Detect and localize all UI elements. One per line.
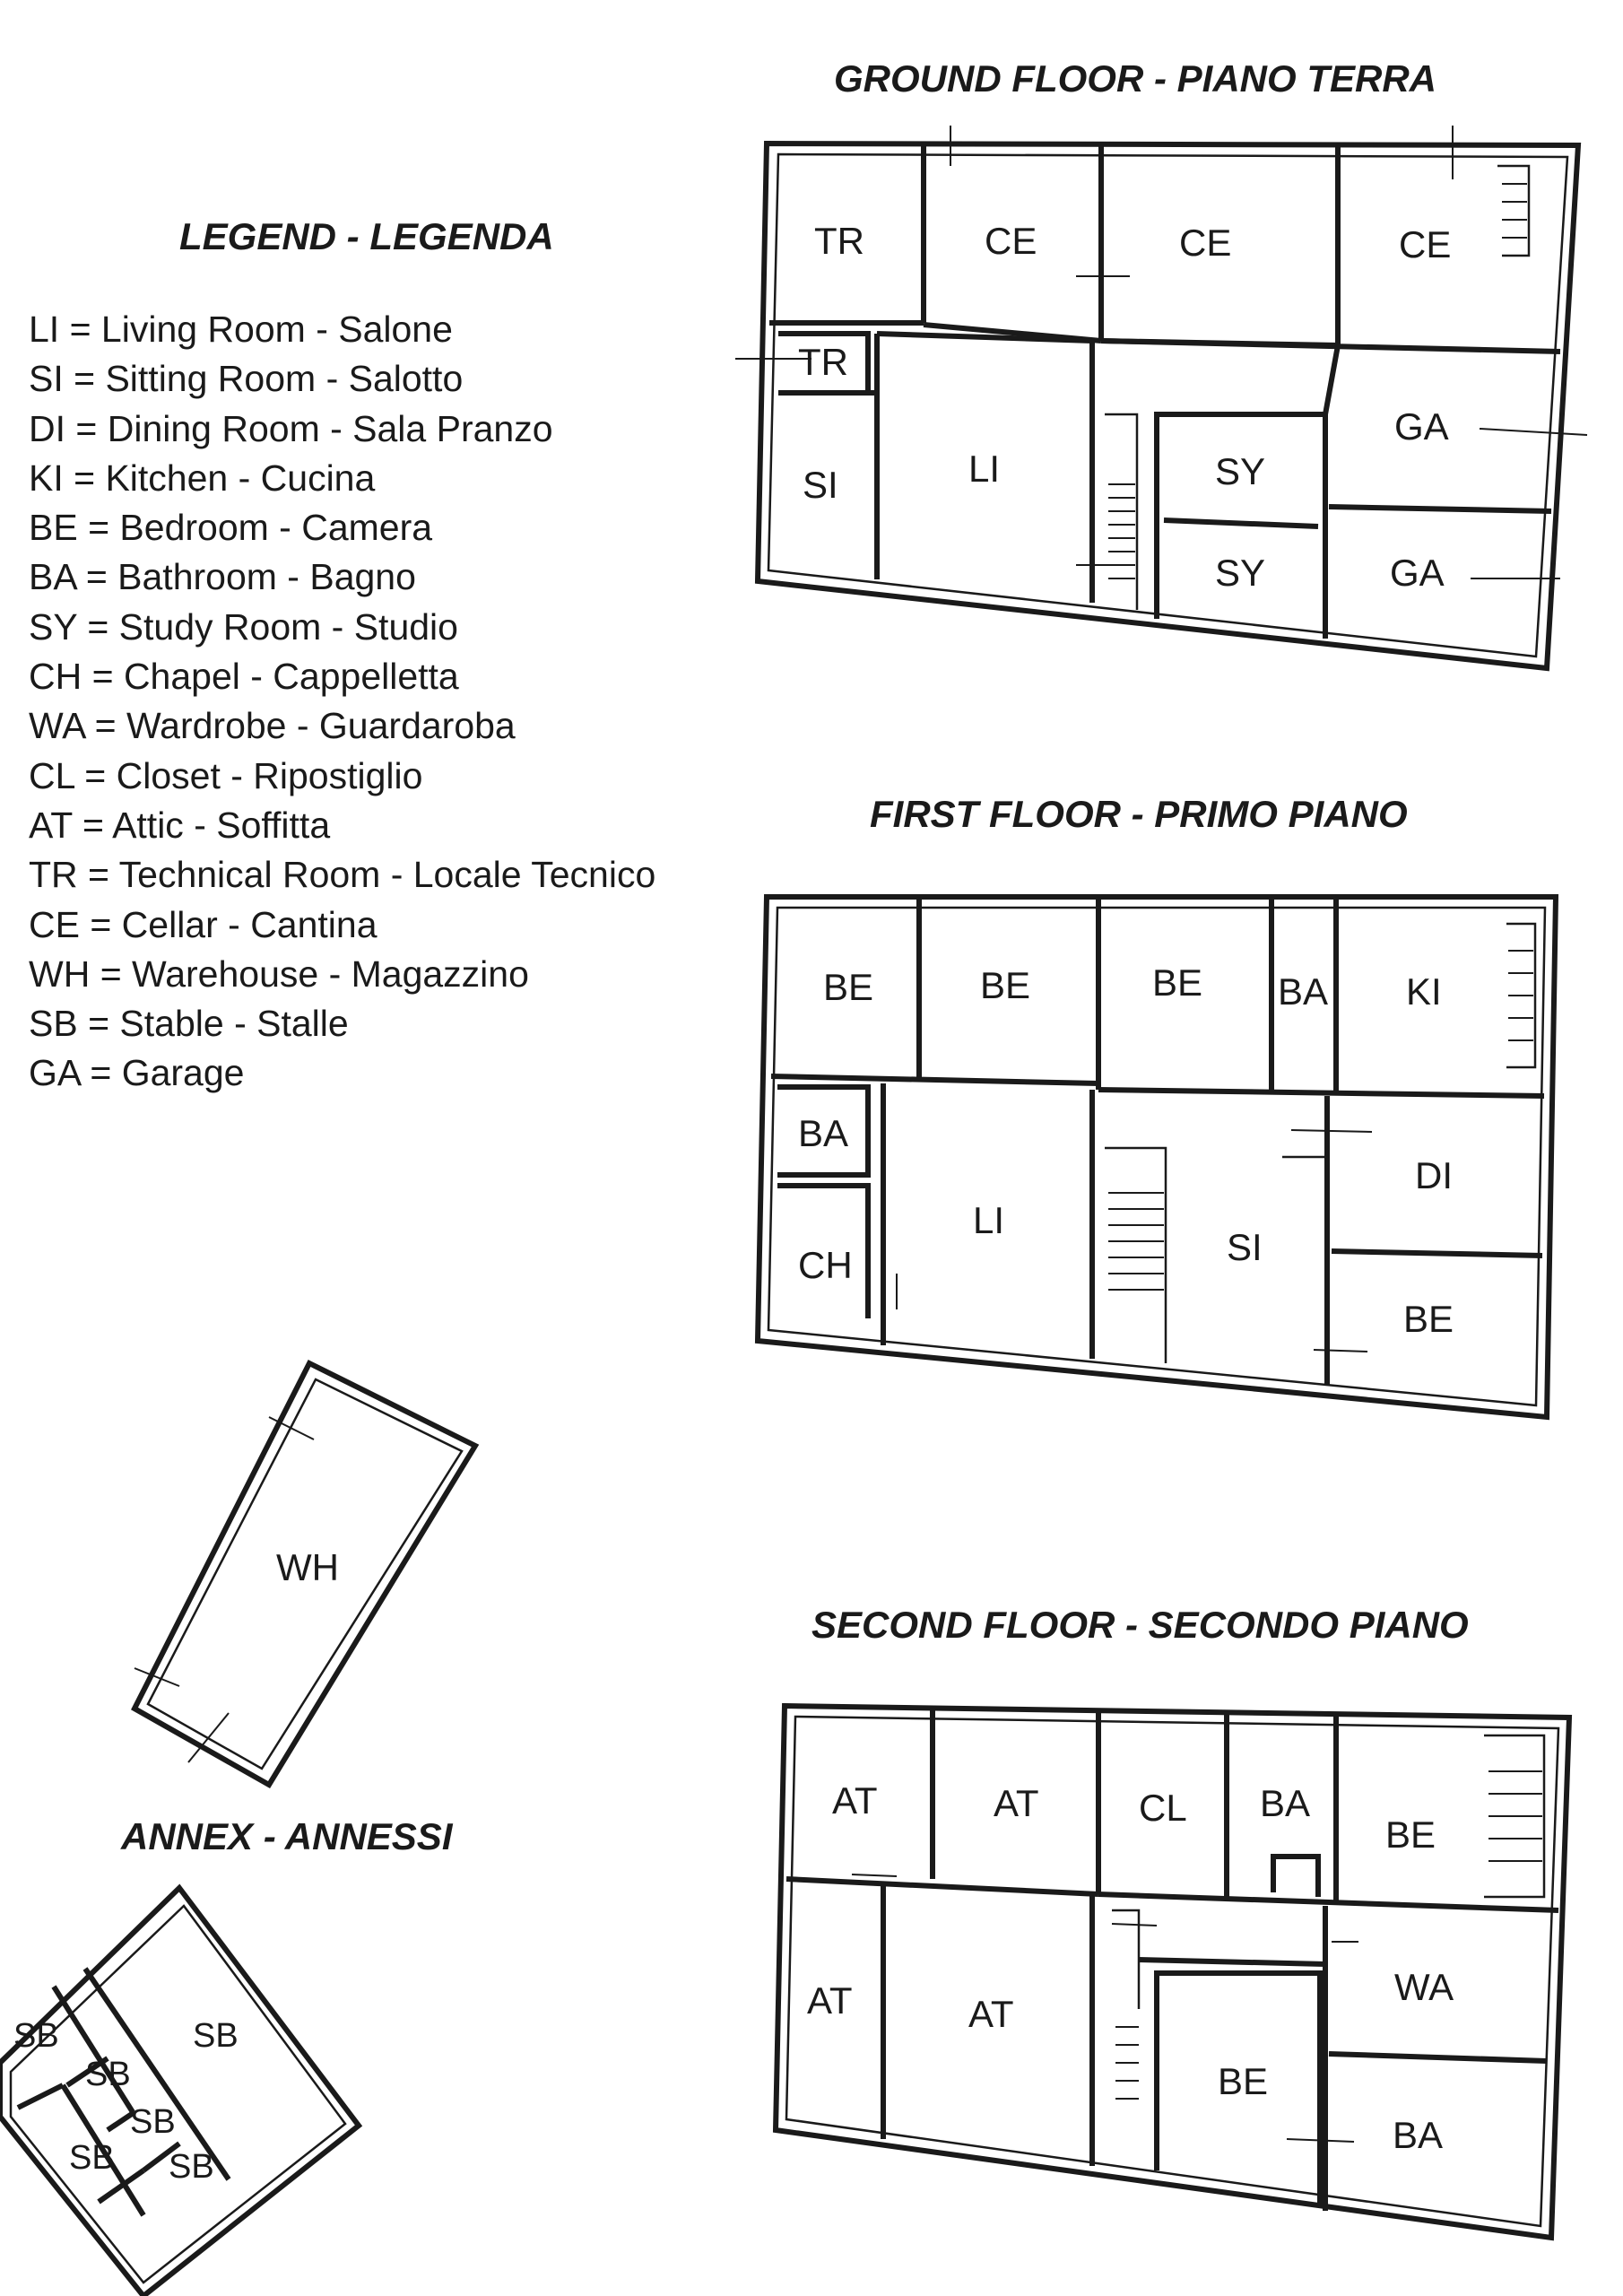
first-si-label: SI xyxy=(1227,1226,1263,1268)
annex-sb2-label: SB xyxy=(13,2017,59,2055)
first-li-label: LI xyxy=(973,1199,1004,1241)
second-be1-label: BE xyxy=(1385,1813,1436,1856)
legend-title: LEGEND - LEGENDA xyxy=(179,215,554,257)
first-di-label: DI xyxy=(1415,1154,1453,1196)
first-be2-label: BE xyxy=(980,964,1030,1006)
annex-sb3-label: SB xyxy=(85,2056,131,2093)
ground-floor-plan: TR CE CE CE TR SI LI SY SY GA GA xyxy=(735,126,1588,672)
legend-list: LI = Living Room - Salone SI = Sitting R… xyxy=(29,305,655,1099)
legend-item: WA = Wardrobe - Guardaroba xyxy=(29,705,516,747)
annex-warehouse-plan: WH xyxy=(131,1359,480,1789)
annex-sb1-label: SB xyxy=(193,2017,239,2055)
ground-sy2-label: SY xyxy=(1215,552,1265,594)
first-ki-label: KI xyxy=(1406,970,1442,1013)
annex-sb5-label: SB xyxy=(69,2139,115,2177)
ground-ce1-label: CE xyxy=(985,220,1037,262)
annex-stables-plan: SB SB SB SB SB SB xyxy=(0,1883,363,2296)
second-ba2-label: BA xyxy=(1393,2114,1443,2156)
second-at2-label: AT xyxy=(994,1782,1039,1824)
legend-item: DI = Dining Room - Sala Pranzo xyxy=(29,407,553,449)
annex-title: ANNEX - ANNESSI xyxy=(121,1815,453,1857)
legend-item: SY = Study Room - Studio xyxy=(29,605,458,648)
ground-si-label: SI xyxy=(803,464,838,506)
ground-floor-title: GROUND FLOOR - PIANO TERRA xyxy=(834,57,1436,100)
legend-item: LI = Living Room - Salone xyxy=(29,309,453,350)
second-floor-plan: AT AT CL BA BE AT AT WA BE BA xyxy=(772,1702,1573,2241)
first-be4-label: BE xyxy=(1403,1298,1454,1340)
second-wa-label: WA xyxy=(1394,1966,1454,2008)
annex-sb4-label: SB xyxy=(130,2103,176,2141)
second-at3-label: AT xyxy=(807,1979,853,2022)
legend-item: AT = Attic - Soffitta xyxy=(29,804,331,846)
ground-li-label: LI xyxy=(968,448,1000,490)
legend-item: BA = Bathroom - Bagno xyxy=(29,556,416,598)
ground-tr1-label: TR xyxy=(814,220,864,262)
legend-item: CH = Chapel - Cappelletta xyxy=(29,656,459,698)
legend-item: BE = Bedroom - Camera xyxy=(29,507,433,549)
first-floor-title: FIRST FLOOR - PRIMO PIANO xyxy=(870,793,1408,835)
second-at1-label: AT xyxy=(832,1779,878,1822)
ground-ce3-label: CE xyxy=(1399,223,1451,265)
ground-ga2-label: GA xyxy=(1390,552,1445,594)
first-ch-label: CH xyxy=(798,1244,853,1286)
second-ba1-label: BA xyxy=(1260,1782,1310,1824)
annex-wh-label: WH xyxy=(276,1546,339,1588)
legend-item: KI = Kitchen - Cucina xyxy=(29,457,376,499)
first-be1-label: BE xyxy=(823,966,873,1008)
legend-item: TR = Technical Room - Locale Tecnico xyxy=(29,854,656,896)
ground-sy1-label: SY xyxy=(1215,450,1265,492)
first-floor-plan: BE BE BE BA KI BA CH LI SI DI BE xyxy=(754,894,1559,1421)
annex-sb6-label: SB xyxy=(169,2148,214,2186)
legend-item: SI = Sitting Room - Salotto xyxy=(29,358,464,400)
legend-item: WH = Warehouse - Magazzino xyxy=(29,952,529,995)
first-be3-label: BE xyxy=(1152,961,1202,1004)
first-ba2-label: BA xyxy=(798,1112,848,1154)
ground-ga1-label: GA xyxy=(1394,405,1449,448)
second-at4-label: AT xyxy=(968,1993,1014,2035)
legend-item: CE = Cellar - Cantina xyxy=(29,903,378,945)
legend-item: GA = Garage xyxy=(29,1052,245,1094)
first-ba1-label: BA xyxy=(1278,970,1328,1013)
ground-tr2-label: TR xyxy=(798,341,848,383)
second-floor-title: SECOND FLOOR - SECONDO PIANO xyxy=(812,1604,1469,1646)
ground-ce2-label: CE xyxy=(1179,222,1231,264)
second-be2-label: BE xyxy=(1218,2060,1268,2102)
legend-item: CL = Closet - Ripostiglio xyxy=(29,754,423,796)
second-cl-label: CL xyxy=(1139,1787,1187,1829)
legend-item: SB = Stable - Stalle xyxy=(29,1003,349,1045)
